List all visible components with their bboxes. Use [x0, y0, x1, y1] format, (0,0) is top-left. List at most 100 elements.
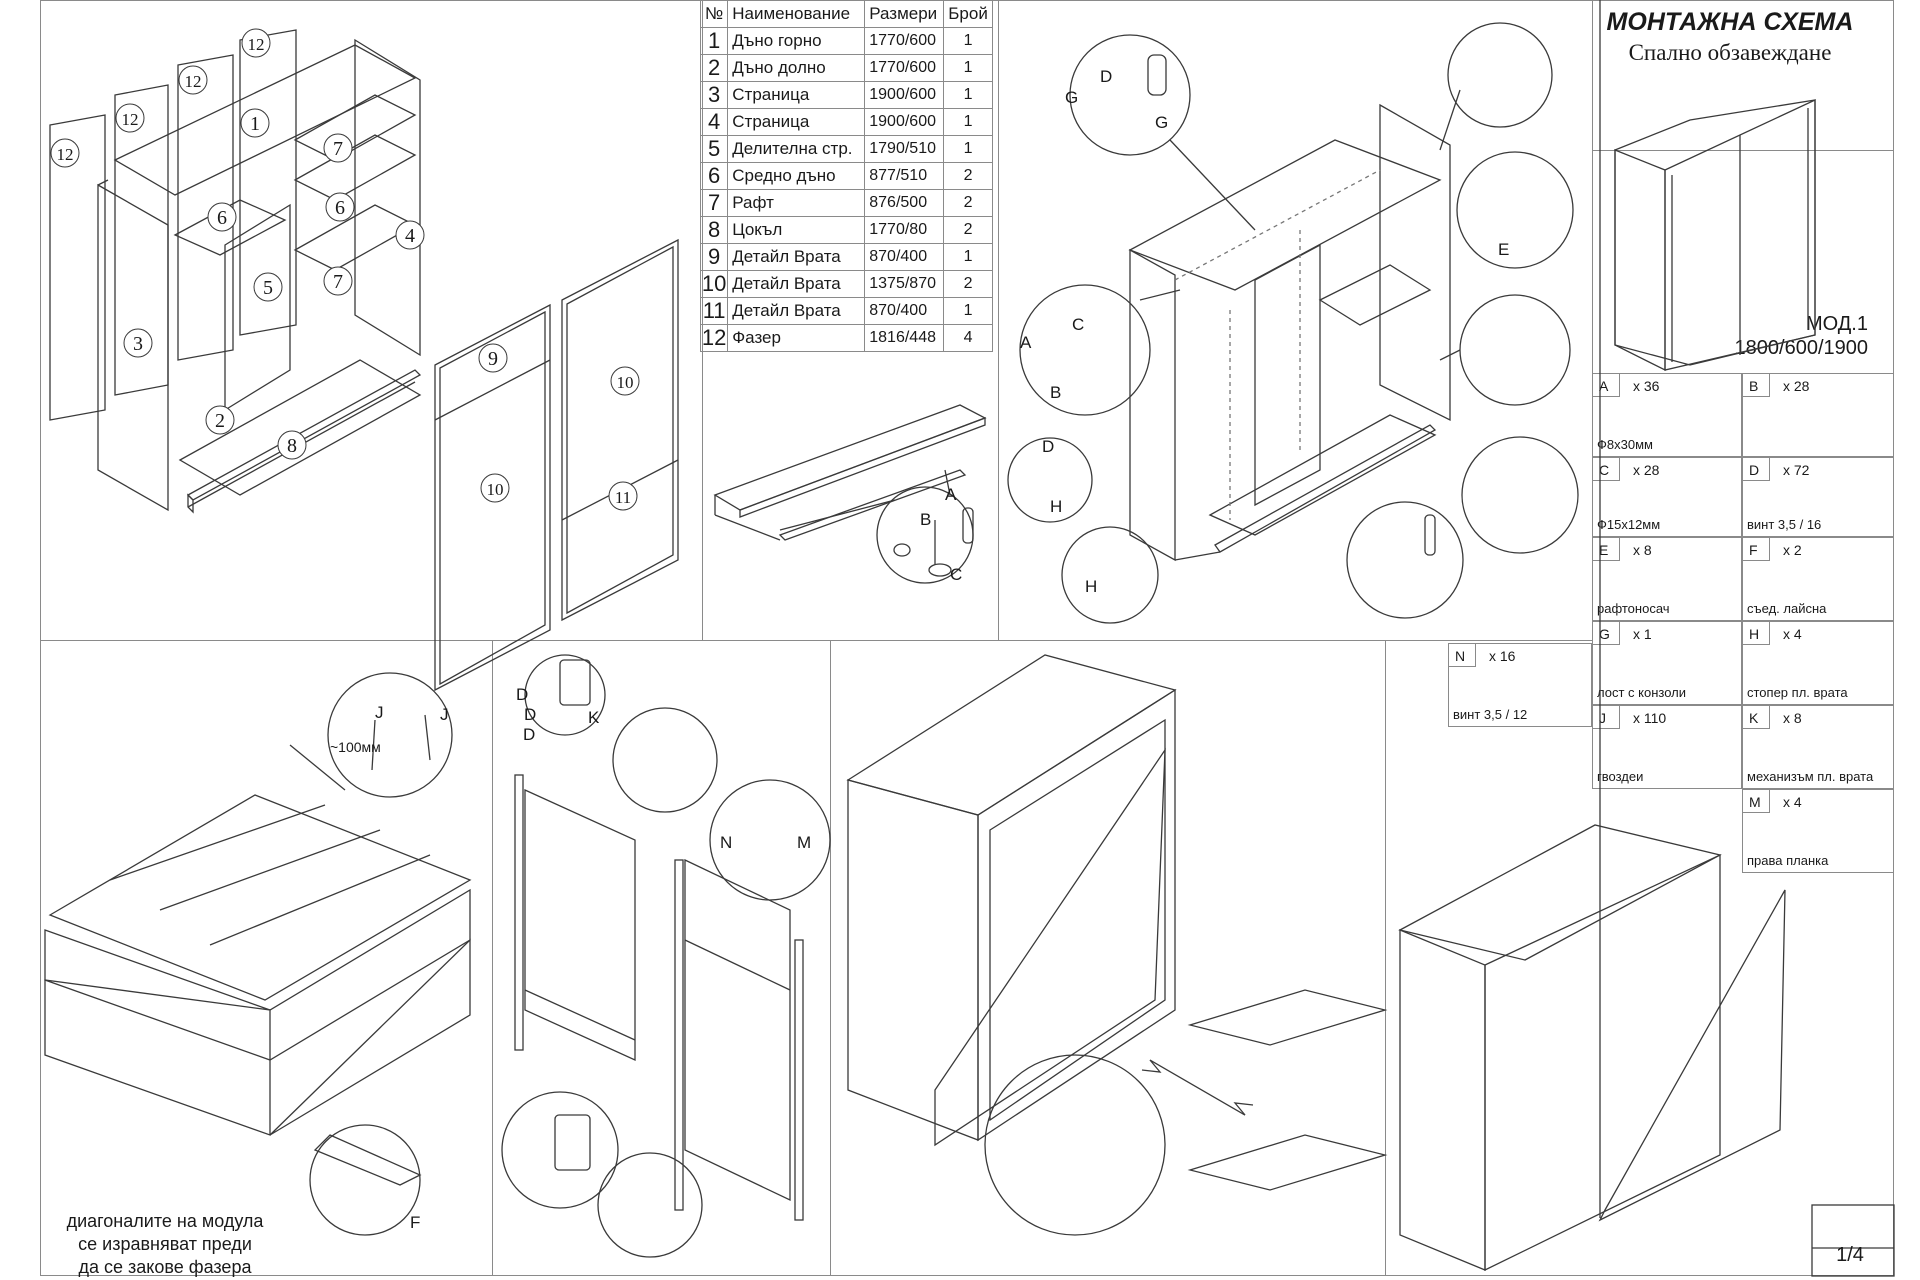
cell-qty: 1: [943, 81, 993, 109]
cell-name: Страница: [727, 81, 866, 109]
part-label-circle: [395, 220, 425, 250]
hardware-code: E: [1599, 542, 1609, 558]
part-label-circle: [608, 481, 638, 511]
hardware-desc: стопер пл. врата: [1747, 685, 1848, 700]
cell-qty: 1: [943, 54, 993, 82]
plinth-top: [186, 369, 422, 501]
note-line-2: се изравняват преди: [78, 1234, 252, 1254]
callout-conn-1: B: [1050, 383, 1061, 402]
hardware-code: N: [1455, 648, 1466, 664]
callout-conn-2: C: [1072, 315, 1084, 334]
part-label-circle: [480, 473, 510, 503]
part-label-circle: [478, 343, 508, 373]
cell-qty: 2: [943, 162, 993, 190]
cell-no: 1: [699, 27, 729, 55]
callout-handle-1: D: [1100, 67, 1112, 86]
part-label: 2: [215, 410, 225, 432]
part-label-circle: [240, 108, 270, 138]
hardware-qty: x 1: [1633, 626, 1652, 642]
divider-top-2: [998, 0, 999, 640]
hardware-code-box: [1743, 538, 1770, 561]
hardware-code: A: [1599, 378, 1609, 394]
part-label: 6: [217, 207, 227, 229]
part-label: 8: [287, 435, 297, 457]
back-panel-1: [49, 114, 106, 421]
callout-handle-0: G: [1065, 88, 1078, 107]
callout-door-m: M: [797, 833, 811, 852]
hardware-qty: x 16: [1489, 648, 1516, 664]
page-title: МОНТАЖНА СХЕМА: [1606, 8, 1854, 36]
part-label: 3: [133, 333, 143, 355]
back-panel-4: [239, 29, 297, 336]
final-assembled: [1398, 0, 1786, 1272]
cell-size: 1770/80: [864, 216, 945, 244]
title-divider: [1592, 150, 1894, 151]
cell-no: 4: [699, 108, 729, 136]
part-label: 10: [487, 480, 504, 499]
door-right: [561, 238, 679, 622]
wardrobe-thumbnail: [1614, 98, 1816, 372]
hardware-code: C: [1599, 462, 1610, 478]
dimension-note: ~100мм: [330, 739, 381, 755]
hardware-code-box: [1449, 644, 1476, 667]
part-label: 12: [57, 145, 74, 164]
hardware-code: G: [1599, 626, 1610, 642]
hardware-code-box: [1743, 374, 1770, 397]
callout-door-d1: D: [516, 685, 528, 704]
part-label: 12: [122, 110, 139, 129]
cell-size: 1770/600: [864, 27, 945, 55]
cell-size: 1900/600: [864, 108, 945, 136]
back-nailing-view: [44, 672, 472, 1236]
door-left: [434, 303, 551, 692]
hardware-code-box: [1593, 622, 1620, 645]
bottom-panel: [178, 359, 422, 496]
door-profile-left: [514, 774, 524, 1051]
stopper-callout-1: [1007, 437, 1093, 523]
hardware-desc: гвоздеи: [1597, 769, 1644, 784]
callout-door-d3: D: [523, 725, 535, 744]
hardware-code-box: [1743, 622, 1770, 645]
assembly-note: диагоналите на модула се изравняват пред…: [45, 1210, 285, 1279]
part-label: 7: [333, 138, 343, 160]
note-line-1: диагоналите на модула: [66, 1211, 264, 1231]
cell-size: 870/400: [864, 243, 945, 271]
callout-c-section2: C: [950, 565, 962, 584]
cell-no: 11: [699, 297, 729, 325]
part-label-circle: [277, 430, 307, 460]
connector-callout-bottom: [1346, 501, 1464, 619]
exploded-view: [49, 29, 679, 692]
hardware-code: M: [1749, 794, 1761, 810]
part-label-circle: [323, 266, 353, 296]
hardware-qty: x 2: [1783, 542, 1802, 558]
part-label-circle: [325, 192, 355, 222]
cell-name: Детайл Врата: [727, 243, 866, 271]
hardware-qty: x 4: [1783, 626, 1802, 642]
back-panels: [48, 794, 472, 1001]
hardware-qty: x 8: [1783, 710, 1802, 726]
hardware-qty: x 8: [1633, 542, 1652, 558]
part-label-circle: [50, 138, 80, 168]
page-number: 1/4: [1836, 1244, 1864, 1266]
shelf-1: [293, 94, 417, 161]
nail-callout: [327, 672, 453, 798]
hardware-desc: Ф8х30мм: [1597, 437, 1653, 452]
hardware-code-box: [1593, 706, 1620, 729]
cell-name: Дъно горно: [727, 27, 866, 55]
callout-door-n: N: [720, 833, 732, 852]
hardware-code-box: [1593, 374, 1620, 397]
divider-panel: [224, 203, 291, 412]
hardware-code-box: [1593, 538, 1620, 561]
part-label: 10: [617, 373, 634, 392]
page-subtitle: Спално обзавеждане: [1628, 40, 1832, 65]
